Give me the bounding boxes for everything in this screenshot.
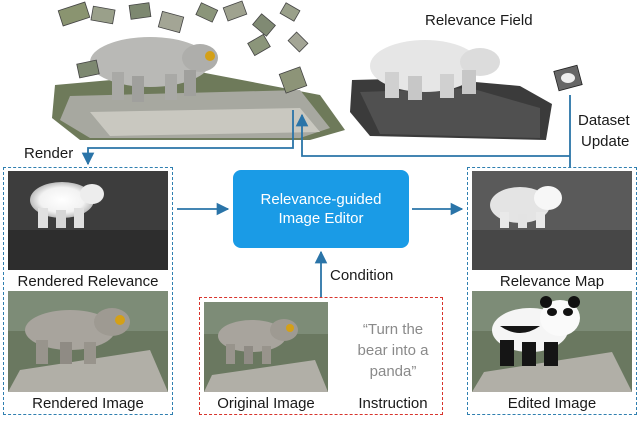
relevance-map-image — [472, 171, 632, 270]
rendered-image-label: Rendered Image — [32, 395, 144, 412]
render-arrow — [81, 110, 294, 166]
original-image — [204, 302, 328, 392]
image-editor-box: Relevance-guided Image Editor — [233, 170, 409, 248]
camera-views — [57, 0, 309, 94]
instruction-line-1: “Turn the — [362, 321, 424, 338]
original-image-label: Original Image — [217, 395, 315, 412]
scene-3d — [52, 0, 345, 140]
relevance-field-label: Relevance Field — [425, 12, 533, 29]
editor-title-line2: Image Editor — [278, 210, 364, 227]
edited-image-label: Edited Image — [507, 395, 597, 412]
edited-image — [472, 291, 632, 392]
right-group-box — [467, 167, 637, 415]
instruction-line-2: bear into a — [357, 342, 429, 359]
instruction-label: Instruction — [358, 395, 428, 412]
rendered-relevance-label: Rendered Relevance — [17, 273, 159, 290]
input-group-box — [199, 297, 443, 415]
rendered-image — [8, 291, 168, 392]
dataset-update-label-2: Update — [581, 133, 630, 150]
relevance-field-image — [350, 40, 583, 140]
render-label: Render — [24, 145, 74, 162]
instruction-text: “Turn the bear into a panda” — [348, 319, 438, 382]
left-group-box — [3, 167, 173, 415]
rendered-relevance-image — [8, 171, 168, 270]
relevance-map-label: Relevance Map — [499, 273, 605, 290]
instruction-line-3: panda” — [369, 363, 417, 380]
editor-title-line1: Relevance-guided — [260, 190, 382, 208]
dataset-update-label-1: Dataset — [578, 112, 630, 129]
dataset-update-arrow — [295, 95, 571, 168]
condition-label: Condition — [330, 267, 394, 284]
